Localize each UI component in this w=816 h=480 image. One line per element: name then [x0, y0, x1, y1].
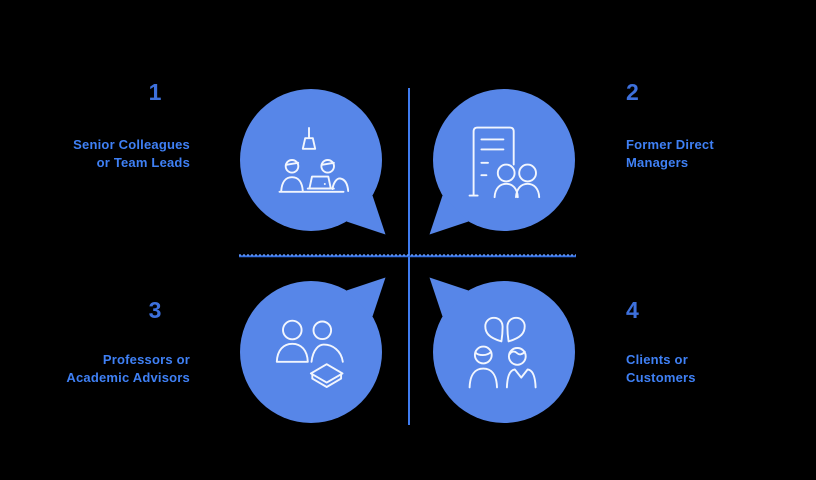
quadrant-1-label: Senior Colleagues or Team Leads	[30, 136, 190, 172]
speech-bubble-2	[429, 89, 575, 235]
quadrant-1-number: 1	[148, 79, 162, 105]
speech-bubble-1	[240, 89, 386, 235]
quadrant-3-label: Professors or Academic Advisors	[30, 351, 190, 387]
colleagues-at-desk-icon	[278, 127, 350, 193]
label-line: or Team Leads	[96, 155, 190, 170]
people-graduation-cap-icon	[275, 319, 344, 388]
label-line: Professors or	[102, 352, 190, 367]
label-line: Academic Advisors	[66, 370, 190, 385]
divider-lines	[239, 88, 576, 425]
people-chat-icon	[468, 316, 537, 389]
quadrant-2-number: 2	[626, 79, 639, 105]
label-line: Clients or	[626, 352, 688, 367]
label-line: Senior Colleagues	[73, 137, 190, 152]
speech-bubble-4	[429, 277, 575, 423]
quadrant-2-label: Former Direct Managers	[626, 136, 786, 172]
quadrant-3-number: 3	[148, 297, 162, 323]
speech-bubble-3	[240, 277, 386, 423]
label-line: Former Direct	[626, 137, 714, 152]
quadrant-4-label: Clients or Customers	[626, 351, 786, 387]
label-line: Customers	[626, 370, 696, 385]
document-with-people-icon	[468, 126, 541, 199]
quadrant-4-number: 4	[626, 297, 639, 323]
label-line: Managers	[626, 155, 689, 170]
